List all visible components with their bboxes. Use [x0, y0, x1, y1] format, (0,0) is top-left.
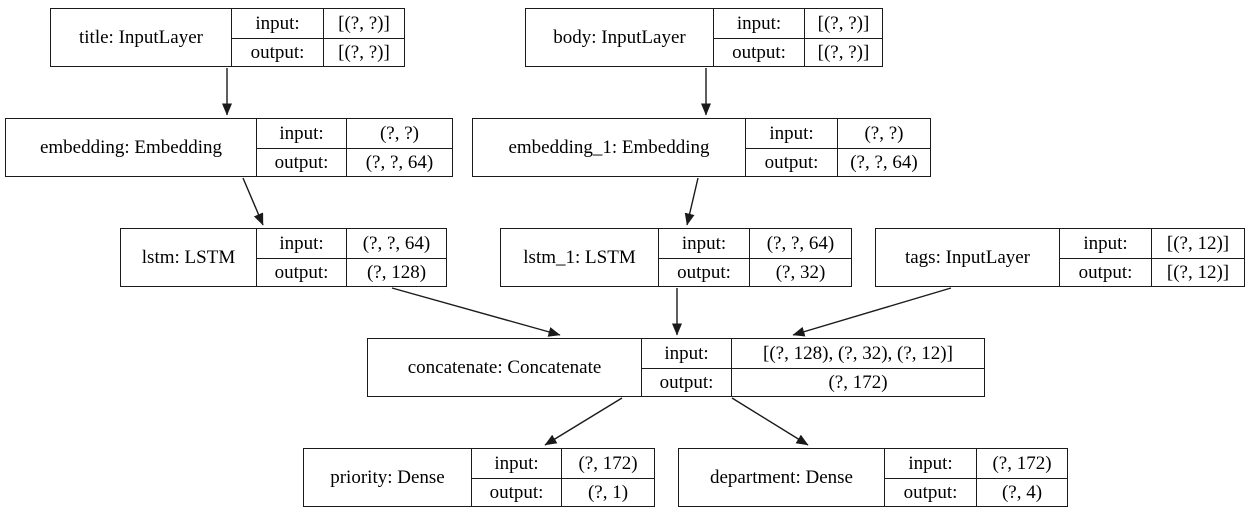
output-row-label: output: — [745, 147, 837, 176]
output-shape: (?, 128) — [346, 257, 446, 286]
node-label: body: InputLayer — [553, 27, 686, 48]
input-shape: (?, ?) — [346, 119, 452, 148]
output-row-label: output: — [884, 477, 976, 506]
input-shape: [(?, ?)] — [804, 9, 882, 38]
edge-concatenate-priority — [544, 397, 623, 446]
node-label: embedding: Embedding — [39, 137, 223, 158]
output-row-label: output: — [658, 257, 749, 286]
node-embedding-1: embedding_1: Embedding input: (?, ?) out… — [472, 118, 931, 177]
node-label: embedding_1: Embedding — [508, 137, 710, 158]
edge-embedding_1-lstm_1 — [684, 177, 699, 226]
node-label: concatenate: Concatenate — [407, 357, 602, 378]
output-row-label: output: — [231, 37, 323, 66]
input-row-label: input: — [641, 339, 731, 368]
output-shape: [(?, ?)] — [804, 37, 882, 66]
node-body-inputlayer: body: InputLayer input: [(?, ?)] output:… — [525, 8, 883, 67]
node-label: lstm: LSTM — [141, 247, 236, 268]
node-concatenate: concatenate: Concatenate input: [(?, 128… — [367, 338, 985, 397]
input-row-label: input: — [471, 449, 561, 478]
node-title-inputlayer: title: InputLayer input: [(?, ?)] output… — [50, 8, 405, 67]
input-shape: [(?, 128), (?, 32), (?, 12)] — [731, 339, 984, 368]
output-shape: (?, ?, 64) — [346, 147, 452, 176]
edge-concatenate-department — [731, 397, 809, 446]
node-label: lstm_1: LSTM — [523, 247, 636, 268]
node-label: priority: Dense — [330, 467, 445, 488]
node-label: title: InputLayer — [79, 27, 203, 48]
edge-tags-concatenate — [792, 287, 952, 337]
input-row-label: input: — [256, 119, 346, 148]
node-department-dense: department: Dense input: (?, 172) output… — [678, 448, 1068, 507]
input-row-label: input: — [884, 449, 976, 478]
input-shape: (?, 172) — [561, 449, 654, 478]
node-label: department: Dense — [710, 467, 853, 488]
node-embedding: embedding: Embedding input: (?, ?) outpu… — [5, 118, 453, 177]
input-row-label: input: — [231, 9, 323, 38]
input-shape: (?, 172) — [976, 449, 1067, 478]
output-shape: [(?, 12)] — [1151, 257, 1244, 286]
output-shape: (?, 172) — [731, 367, 984, 396]
output-row-label: output: — [256, 147, 346, 176]
input-shape: (?, ?, 64) — [749, 229, 851, 258]
output-shape: (?, 32) — [749, 257, 851, 286]
output-shape: (?, 1) — [561, 477, 654, 506]
input-row-label: input: — [658, 229, 749, 258]
input-row-label: input: — [1059, 229, 1151, 258]
node-label: tags: InputLayer — [904, 247, 1031, 268]
input-row-label: input: — [713, 9, 804, 38]
input-shape: (?, ?, 64) — [346, 229, 446, 258]
output-row-label: output: — [1059, 257, 1151, 286]
edge-embedding-lstm — [242, 177, 264, 226]
output-row-label: output: — [641, 367, 731, 396]
input-row-label: input: — [256, 229, 346, 258]
output-shape: (?, 4) — [976, 477, 1067, 506]
node-priority-dense: priority: Dense input: (?, 172) output: … — [303, 448, 655, 507]
output-shape: (?, ?, 64) — [837, 147, 930, 176]
output-row-label: output: — [256, 257, 346, 286]
edge-lstm-concatenate — [391, 287, 561, 337]
node-lstm-1: lstm_1: LSTM input: (?, ?, 64) output: (… — [500, 228, 852, 287]
input-row-label: input: — [745, 119, 837, 148]
node-tags-inputlayer: tags: InputLayer input: [(?, 12)] output… — [875, 228, 1245, 287]
input-shape: (?, ?) — [837, 119, 930, 148]
output-row-label: output: — [713, 37, 804, 66]
output-shape: [(?, ?)] — [323, 37, 404, 66]
output-row-label: output: — [471, 477, 561, 506]
input-shape: [(?, ?)] — [323, 9, 404, 38]
input-shape: [(?, 12)] — [1151, 229, 1244, 258]
node-lstm: lstm: LSTM input: (?, ?, 64) output: (?,… — [120, 228, 447, 287]
